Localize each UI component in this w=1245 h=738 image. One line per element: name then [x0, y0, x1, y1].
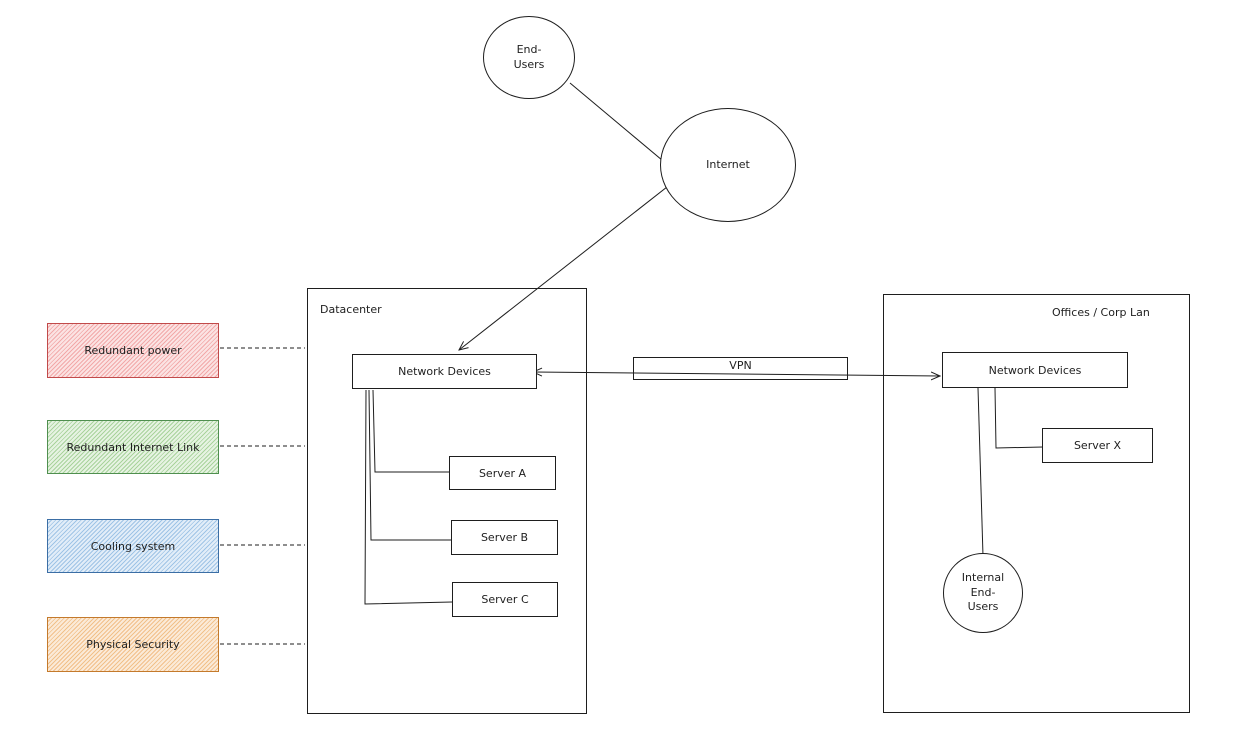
internal-users-node: Internal End- Users: [943, 553, 1023, 633]
datacenter-label: Datacenter: [320, 303, 382, 316]
datacenter-container: [307, 288, 587, 714]
edge-dc-server-b: [368, 389, 451, 541]
redundant-power-box: Redundant power: [47, 323, 219, 378]
vpn-label: VPN: [729, 359, 752, 372]
cooling-system-box: Cooling system: [47, 519, 219, 573]
physical-security-box: Physical Security: [47, 617, 219, 672]
edge-dc-server-c: [364, 389, 453, 605]
server-b: Server B: [451, 520, 558, 555]
dc-network-devices-label: Network Devices: [398, 365, 491, 378]
server-c-label: Server C: [481, 593, 529, 606]
redundant-power-label: Redundant power: [84, 344, 182, 357]
edge-vpn: [534, 372, 940, 376]
end-users-node: End- Users: [483, 16, 575, 99]
edge-office-server-x: [994, 387, 1044, 449]
vpn-box: VPN: [633, 357, 848, 380]
edge-dc-server-a: [372, 389, 451, 473]
server-b-label: Server B: [480, 531, 529, 544]
cooling-system-label: Cooling system: [90, 539, 176, 553]
server-c: Server C: [452, 582, 558, 617]
edge-office-internal-users: [977, 387, 984, 557]
dc-network-devices: Network Devices: [352, 354, 537, 389]
internal-users-line2: End-: [970, 585, 996, 599]
server-x-label: Server X: [1073, 439, 1122, 452]
server-a: Server A: [449, 456, 556, 490]
server-a-label: Server A: [478, 466, 527, 480]
internal-users-line1: Internal: [961, 570, 1005, 584]
internal-users-line3: Users: [967, 600, 999, 614]
internet-label: Internet: [706, 157, 750, 171]
office-network-devices-label: Network Devices: [988, 363, 1082, 377]
physical-security-label: Physical Security: [86, 638, 180, 651]
offices-container: [883, 294, 1190, 713]
end-users-line1: End-: [516, 42, 542, 56]
edge-internet-dc-network: [459, 175, 682, 350]
offices-label: Offices / Corp Lan: [1052, 306, 1150, 319]
server-x: Server X: [1042, 428, 1153, 463]
redundant-internet-link-box: Redundant Internet Link: [47, 420, 219, 474]
office-network-devices: Network Devices: [942, 352, 1128, 388]
end-users-line2: Users: [513, 57, 545, 71]
redundant-internet-link-label: Redundant Internet Link: [66, 440, 200, 454]
internet-node: Internet: [660, 108, 796, 222]
